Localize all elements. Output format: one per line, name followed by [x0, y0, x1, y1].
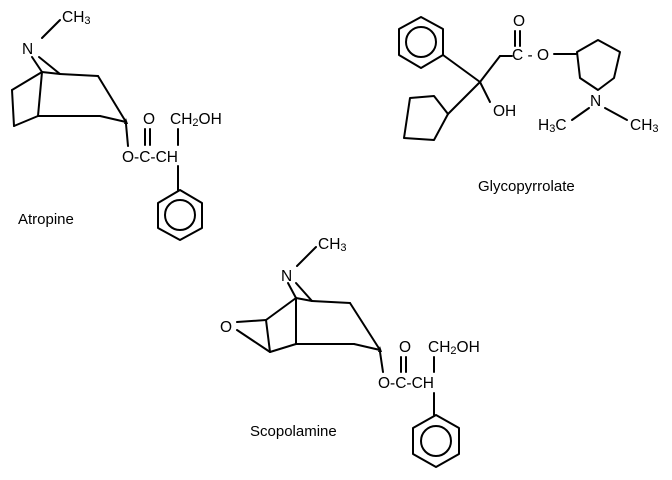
atropine-ring-bond: [99, 115, 127, 123]
scopolamine-phenyl-aromatic-circle: [420, 425, 452, 457]
scopolamine-ring-bond: [265, 319, 271, 353]
glycopyrrolate-c-oh-bond: [479, 81, 491, 103]
glycopyrrolate-cyclopentyl-bond: [447, 81, 481, 115]
scopolamine-epoxide-bond: [236, 319, 267, 323]
atropine-ch2oh-label: CH2OH: [170, 111, 222, 129]
atropine-n-label: N: [22, 41, 33, 58]
glycopyrrolate-phenyl-bond: [442, 54, 481, 83]
scopolamine-carbonyl-o-label: O: [399, 339, 411, 356]
atropine-structure: N CH3 O-C-CH O CH2OH Atropine: [11, 9, 222, 241]
scopolamine-n-label: N: [281, 268, 292, 285]
glycopyrrolate-phenyl-ring: [398, 16, 444, 69]
glycopyrrolate-right-methyl-label: CH3: [630, 117, 659, 135]
scopolamine-ring-bond: [269, 343, 297, 353]
glycopyrrolate-ester-label: C - O: [512, 47, 549, 64]
atropine-name-label: Atropine: [18, 211, 74, 228]
glycopyrrolate-ch2-bond: [479, 55, 501, 83]
scopolamine-epoxide-o-label: O: [220, 319, 232, 336]
scopolamine-ch2oh-label: CH2OH: [428, 339, 480, 357]
atropine-ring-bond: [59, 73, 99, 77]
glycopyrrolate-left-methyl-label: H3C: [538, 117, 567, 135]
glycopyrrolate-name-label: Glycopyrrolate: [478, 178, 575, 195]
scopolamine-ring-bond: [311, 300, 351, 304]
atropine-ch3-label: CH3: [62, 9, 91, 27]
atropine-n-methyl-bond: [41, 19, 61, 39]
scopolamine-ring-bond: [295, 297, 313, 302]
glycopyrrolate-oh-label: OH: [493, 103, 516, 120]
atropine-ester-chain-label: O-C-CH: [122, 149, 178, 166]
glycopyrrolate-n-label: N: [590, 93, 601, 110]
scopolamine-ring-bond: [349, 302, 381, 351]
glycopyrrolate-cyclopentyl-ring: [403, 95, 449, 141]
scopolamine-structure: N CH3 O O-C-CH O CH2OH Scopolamine: [220, 236, 480, 468]
glycopyrrolate-carbonyl-o-label: O: [513, 13, 525, 30]
scopolamine-ring-bond: [265, 297, 297, 321]
atropine-n-bridgehead-bond: [38, 56, 61, 75]
atropine-bridge-bond: [31, 56, 43, 73]
atropine-bridge-bond: [37, 71, 43, 117]
atropine-stereo-wedge: [124, 118, 128, 124]
atropine-phenyl-ring: [157, 189, 203, 241]
atropine-ester-o-bond: [125, 123, 129, 147]
glycopyrrolate-n-methyl-bond: [571, 107, 590, 121]
scopolamine-name-label: Scopolamine: [250, 423, 337, 440]
scopolamine-phenyl-ring: [412, 414, 460, 468]
glycopyrrolate-phenyl-aromatic-circle: [405, 26, 437, 58]
atropine-phenyl-aromatic-circle: [164, 199, 196, 231]
glycopyrrolate-structure: O C - O N H3C CH3 OH Glycopyrrolate: [398, 13, 659, 195]
glycopyrrolate-pyrrolidinium-ring: [576, 39, 621, 91]
scopolamine-bridge-bond: [287, 282, 297, 299]
atropine-ring-bond: [11, 71, 43, 91]
atropine-ring-bond: [11, 89, 15, 127]
scopolamine-epoxide-bond: [236, 329, 271, 353]
scopolamine-ester-chain-label: O-C-CH: [378, 375, 434, 392]
scopolamine-ring-bond: [353, 343, 381, 351]
scopolamine-stereo-wedge: [378, 346, 382, 352]
scopolamine-ester-o-bond: [379, 351, 384, 373]
atropine-carbonyl-o-label: O: [143, 111, 155, 128]
atropine-ring-bond: [13, 115, 39, 127]
atropine-ring-bond: [41, 71, 61, 75]
atropine-ring-bond: [97, 75, 127, 123]
scopolamine-n-bridgehead-bond: [295, 282, 313, 302]
scopolamine-n-methyl-bond: [296, 246, 317, 267]
glycopyrrolate-n-methyl-bond: [604, 107, 628, 121]
scopolamine-ch3-label: CH3: [318, 236, 347, 254]
